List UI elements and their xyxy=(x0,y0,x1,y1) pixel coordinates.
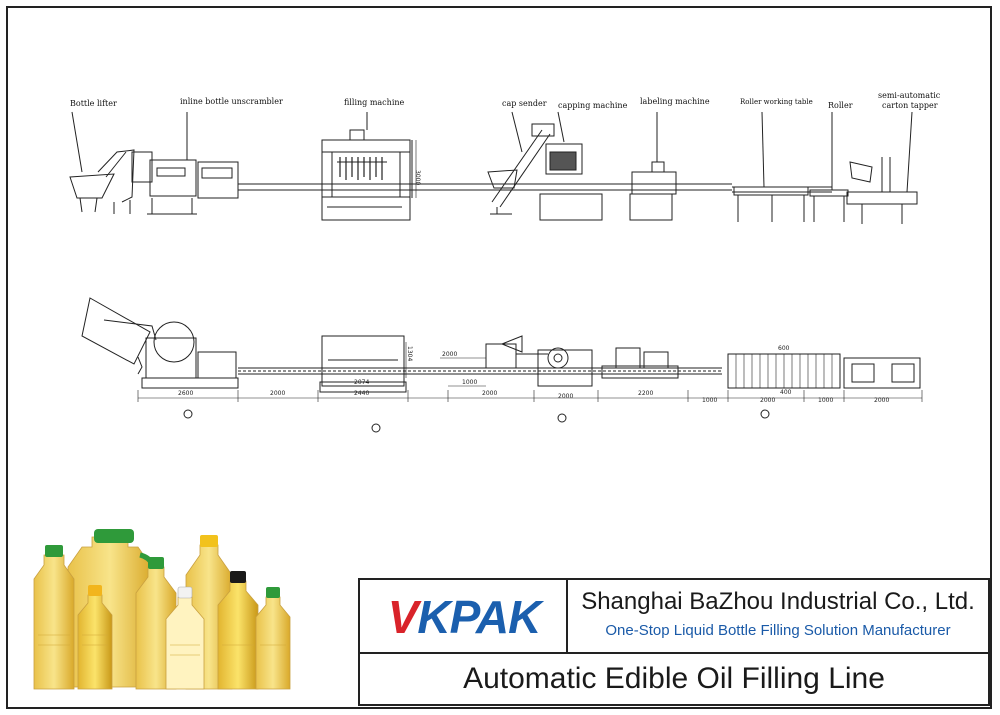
dim-1304: 1304 xyxy=(406,346,413,361)
dim-2000-b: 2000 xyxy=(482,390,497,397)
label-labeling-machine: labeling machine xyxy=(640,97,710,106)
carton-tapper-drawing xyxy=(846,111,918,224)
dim-1000-c: 1000 xyxy=(818,397,833,404)
dim-1000-b: 1000 xyxy=(702,397,717,404)
unscrambler-drawing xyxy=(131,112,239,215)
roller-drawing xyxy=(809,112,849,222)
dim-2000-d: 2000 xyxy=(558,393,573,400)
bottle-lifter-drawing xyxy=(69,111,135,214)
label-capping-machine: capping machine xyxy=(558,101,628,110)
dim-2074: 2074 xyxy=(354,379,369,386)
label-roller-table: Roller working table xyxy=(740,98,813,106)
label-cap-sender: cap sender xyxy=(502,99,547,108)
labeling-machine-drawing xyxy=(629,112,677,221)
line-title-cell: Automatic Edible Oil Filling Line xyxy=(360,652,988,704)
dim-1000-a: 1000 xyxy=(462,379,477,386)
label-unscrambler: inline bottle unscrambler xyxy=(180,97,283,106)
logo-cell: VKPAK xyxy=(360,580,568,652)
elevation-line xyxy=(69,111,918,224)
dim-2000-c: 2000 xyxy=(442,351,457,358)
dim-2000-a: 2000 xyxy=(270,390,285,397)
dim-2200: 2200 xyxy=(638,390,653,397)
label-tapper-line1: semi-automatic xyxy=(878,91,941,100)
company-tagline: One-Stop Liquid Bottle Filling Solution … xyxy=(605,622,951,639)
cap-sender-drawing xyxy=(487,111,555,215)
oil-bottles-image xyxy=(33,529,291,690)
dim-2440: 2440 xyxy=(354,390,369,397)
locator-marks xyxy=(183,409,770,433)
label-filling-machine: filling machine xyxy=(344,98,405,107)
line-title: Automatic Edible Oil Filling Line xyxy=(463,662,885,695)
dim-400: 400 xyxy=(780,389,792,396)
label-bottle-lifter: Bottle lifter xyxy=(70,99,117,108)
plan-line xyxy=(81,297,923,433)
dim-2600: 2600 xyxy=(178,390,193,397)
label-tapper-line2: carton tapper xyxy=(882,101,938,110)
capping-machine-drawing xyxy=(539,111,603,221)
dim-filler-height: 3000 xyxy=(414,170,421,185)
dim-2000-f: 2000 xyxy=(874,397,889,404)
label-roller: Roller xyxy=(828,101,853,110)
title-block: VKPAK Shanghai BaZhou Industrial Co., Lt… xyxy=(358,578,990,706)
roller-table-drawing xyxy=(733,111,809,222)
vkpak-logo: VKPAK xyxy=(387,591,542,643)
company-cell: Shanghai BaZhou Industrial Co., Ltd. One… xyxy=(568,580,988,652)
dim-2000-e: 2000 xyxy=(760,397,775,404)
filling-machine-drawing xyxy=(321,112,413,221)
dim-600: 600 xyxy=(778,345,790,352)
company-name: Shanghai BaZhou Industrial Co., Ltd. xyxy=(581,588,975,615)
